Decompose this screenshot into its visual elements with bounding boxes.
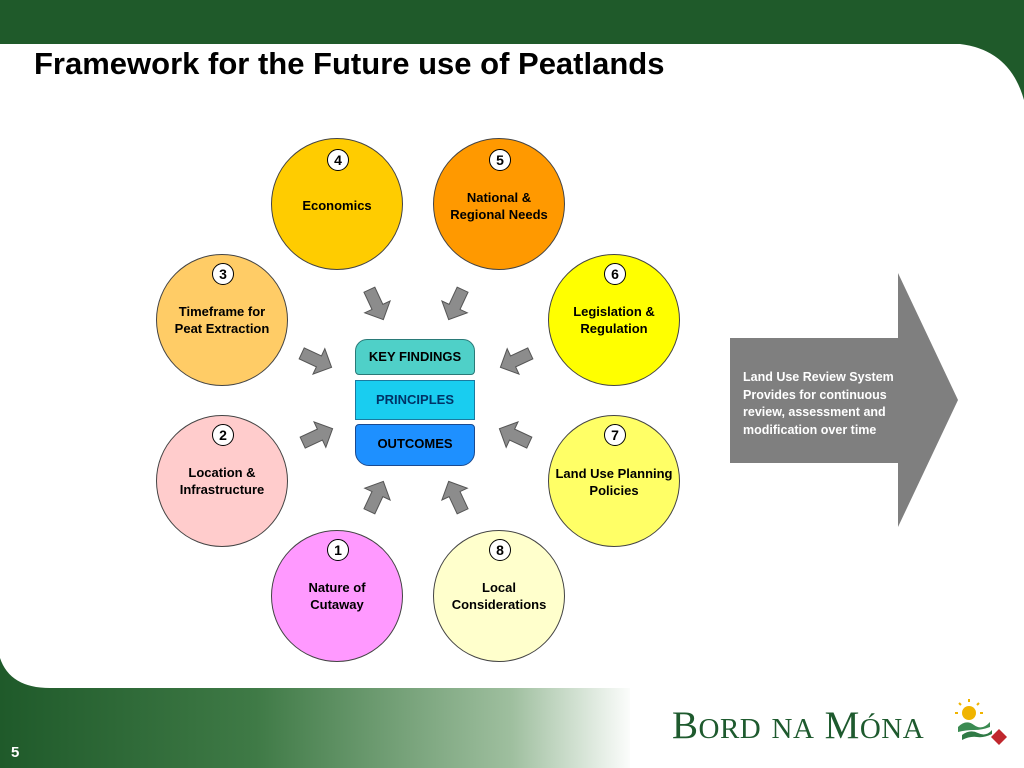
factor-number-badge: 8 [489,539,511,561]
factor-number-badge: 1 [327,539,349,561]
factor-number-badge: 4 [327,149,349,171]
factor-circle-local-considerations: 8 Local Considerations [433,530,565,662]
outcomes-label: OUTCOMES [377,436,453,451]
factor-circle-legislation: 6 Legislation & Regulation [548,254,680,386]
arrow-from-location [299,421,334,449]
review-system-text: Land Use Review System Provides for cont… [743,369,923,439]
header-band [0,0,1024,100]
factor-number-badge: 6 [604,263,626,285]
factor-circle-cutaway: 1 Nature of Cutaway [271,530,403,662]
arrow-from-local-considerations [441,480,469,515]
factor-label: Location & Infrastructure [179,465,265,497]
arrow-from-economics [363,286,391,321]
logo-letter-b: B [672,704,699,747]
principles-box: PRINCIPLES [355,380,475,420]
factor-label: Local Considerations [451,580,547,612]
arrow-from-legislation [499,347,534,375]
key-findings-label: KEY FINDINGS [368,349,462,364]
bord-na-mona-logo: BORD NA MÓNA [672,703,924,748]
page-title: Framework for the Future use of Peatland… [34,46,665,81]
factor-label: National & Regional Needs [450,190,548,222]
factor-circle-location: 2 Location & Infrastructure [156,415,288,547]
arrow-from-timeframe [298,347,333,375]
factor-number-badge: 7 [604,424,626,446]
key-findings-box: KEY FINDINGS [355,339,475,375]
factor-number-badge: 2 [212,424,234,446]
factor-circle-economics: 4 Economics [271,138,403,270]
arrow-from-national-needs [441,286,469,321]
arrow-from-cutaway [363,480,391,515]
factor-label: Nature of Cutaway [308,580,366,612]
factor-label: Economics [302,198,372,213]
inward-arrows [298,286,534,515]
review-system-heading: Land Use Review System [743,370,894,384]
principles-label: PRINCIPLES [375,392,454,407]
factor-label: Timeframe for Peat Extraction [174,304,270,336]
land-use-review-arrow [730,273,958,527]
arrow-from-land-use-planning [498,421,533,449]
factor-number-badge: 5 [489,149,511,171]
logo-letters-na: NA [771,713,815,745]
diamond-icon [991,729,1007,745]
sun-icon [955,699,983,720]
review-system-body: Provides for continuous review, assessme… [743,387,887,437]
logo-letters-ona: ÓNA [859,713,925,745]
outcomes-box: OUTCOMES [355,424,475,466]
factor-label: Legislation & Regulation [573,304,655,336]
factor-label: Land Use Planning Policies [555,466,673,498]
logo-letters-ord: ORD [698,713,762,745]
factor-circle-land-use-planning: 7 Land Use Planning Policies [548,415,680,547]
factor-circle-national-needs: 5 National & Regional Needs [433,138,565,270]
logo-letter-m: M [824,704,860,747]
factor-circle-timeframe: 3 Timeframe for Peat Extraction [156,254,288,386]
wave-icon-2 [962,730,992,740]
page-number: 5 [11,744,20,761]
factor-number-badge: 3 [212,263,234,285]
wave-icon [958,722,990,732]
